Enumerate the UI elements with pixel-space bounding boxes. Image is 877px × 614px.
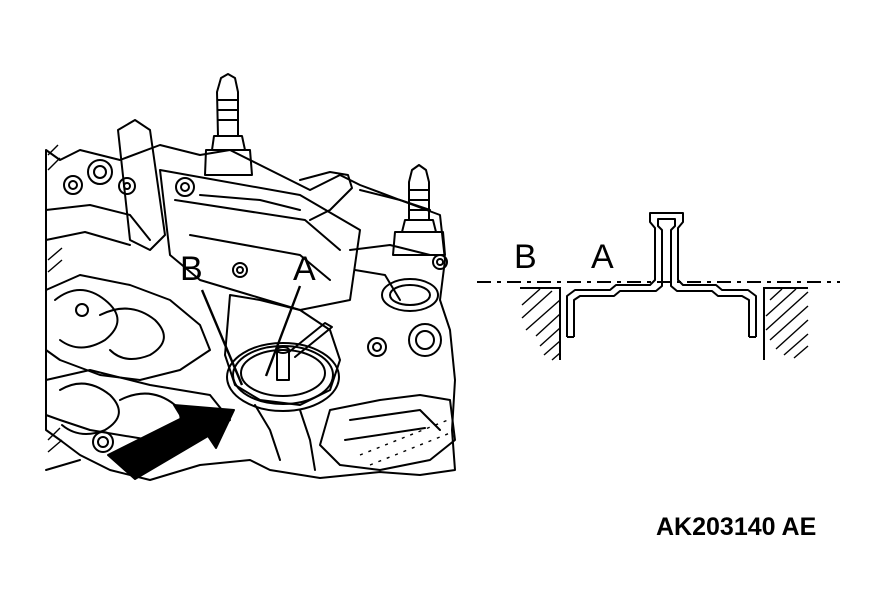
label-b-right: B <box>514 238 537 276</box>
leader-line-a <box>264 285 302 377</box>
direction-arrow-icon <box>107 404 235 480</box>
label-a-right: A <box>591 238 614 276</box>
figure-code: AK203140 AE <box>656 513 817 541</box>
label-a-left: A <box>293 250 316 288</box>
label-b-left: B <box>180 250 203 288</box>
leader-line-b <box>200 289 244 386</box>
